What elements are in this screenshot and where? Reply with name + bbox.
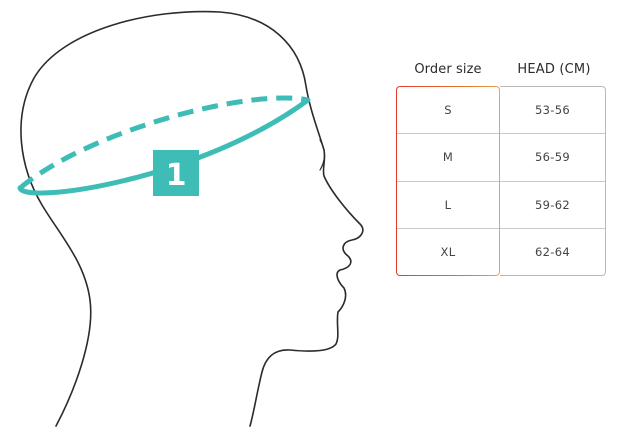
header-head-cm: HEAD (CM) [517,61,591,77]
measurement-marker-label: 1 [166,158,187,193]
table-header-row: Order size HEAD (CM) [396,52,608,86]
measuring-tape-back [18,95,309,190]
size-cell: L [397,180,499,228]
head-cm-cell: 53-56 [535,103,570,118]
head-cm-cell: 59-62 [500,180,605,228]
head-cm-column: 53-56 56-59 59-62 62-64 [500,86,606,276]
size-cell: XL [397,227,499,275]
size-cell: S [444,103,452,118]
table-body: S M L XL 53-56 56-59 59-62 62-64 [396,86,608,276]
size-cell: M [397,133,499,180]
header-order-size: Order size [414,61,482,77]
head-cm-cell: 62-64 [500,227,605,275]
ear-outline [319,139,326,171]
head-cm-cell: 56-59 [500,133,605,180]
measurement-marker [153,150,199,196]
measuring-tape-front [17,97,311,196]
head-outline [20,10,364,427]
order-size-column: S M L XL [396,86,500,276]
head-illustration: 1 [17,10,364,427]
size-chart-table: Order size HEAD (CM) S M L XL 53-56 56-5… [396,52,608,276]
